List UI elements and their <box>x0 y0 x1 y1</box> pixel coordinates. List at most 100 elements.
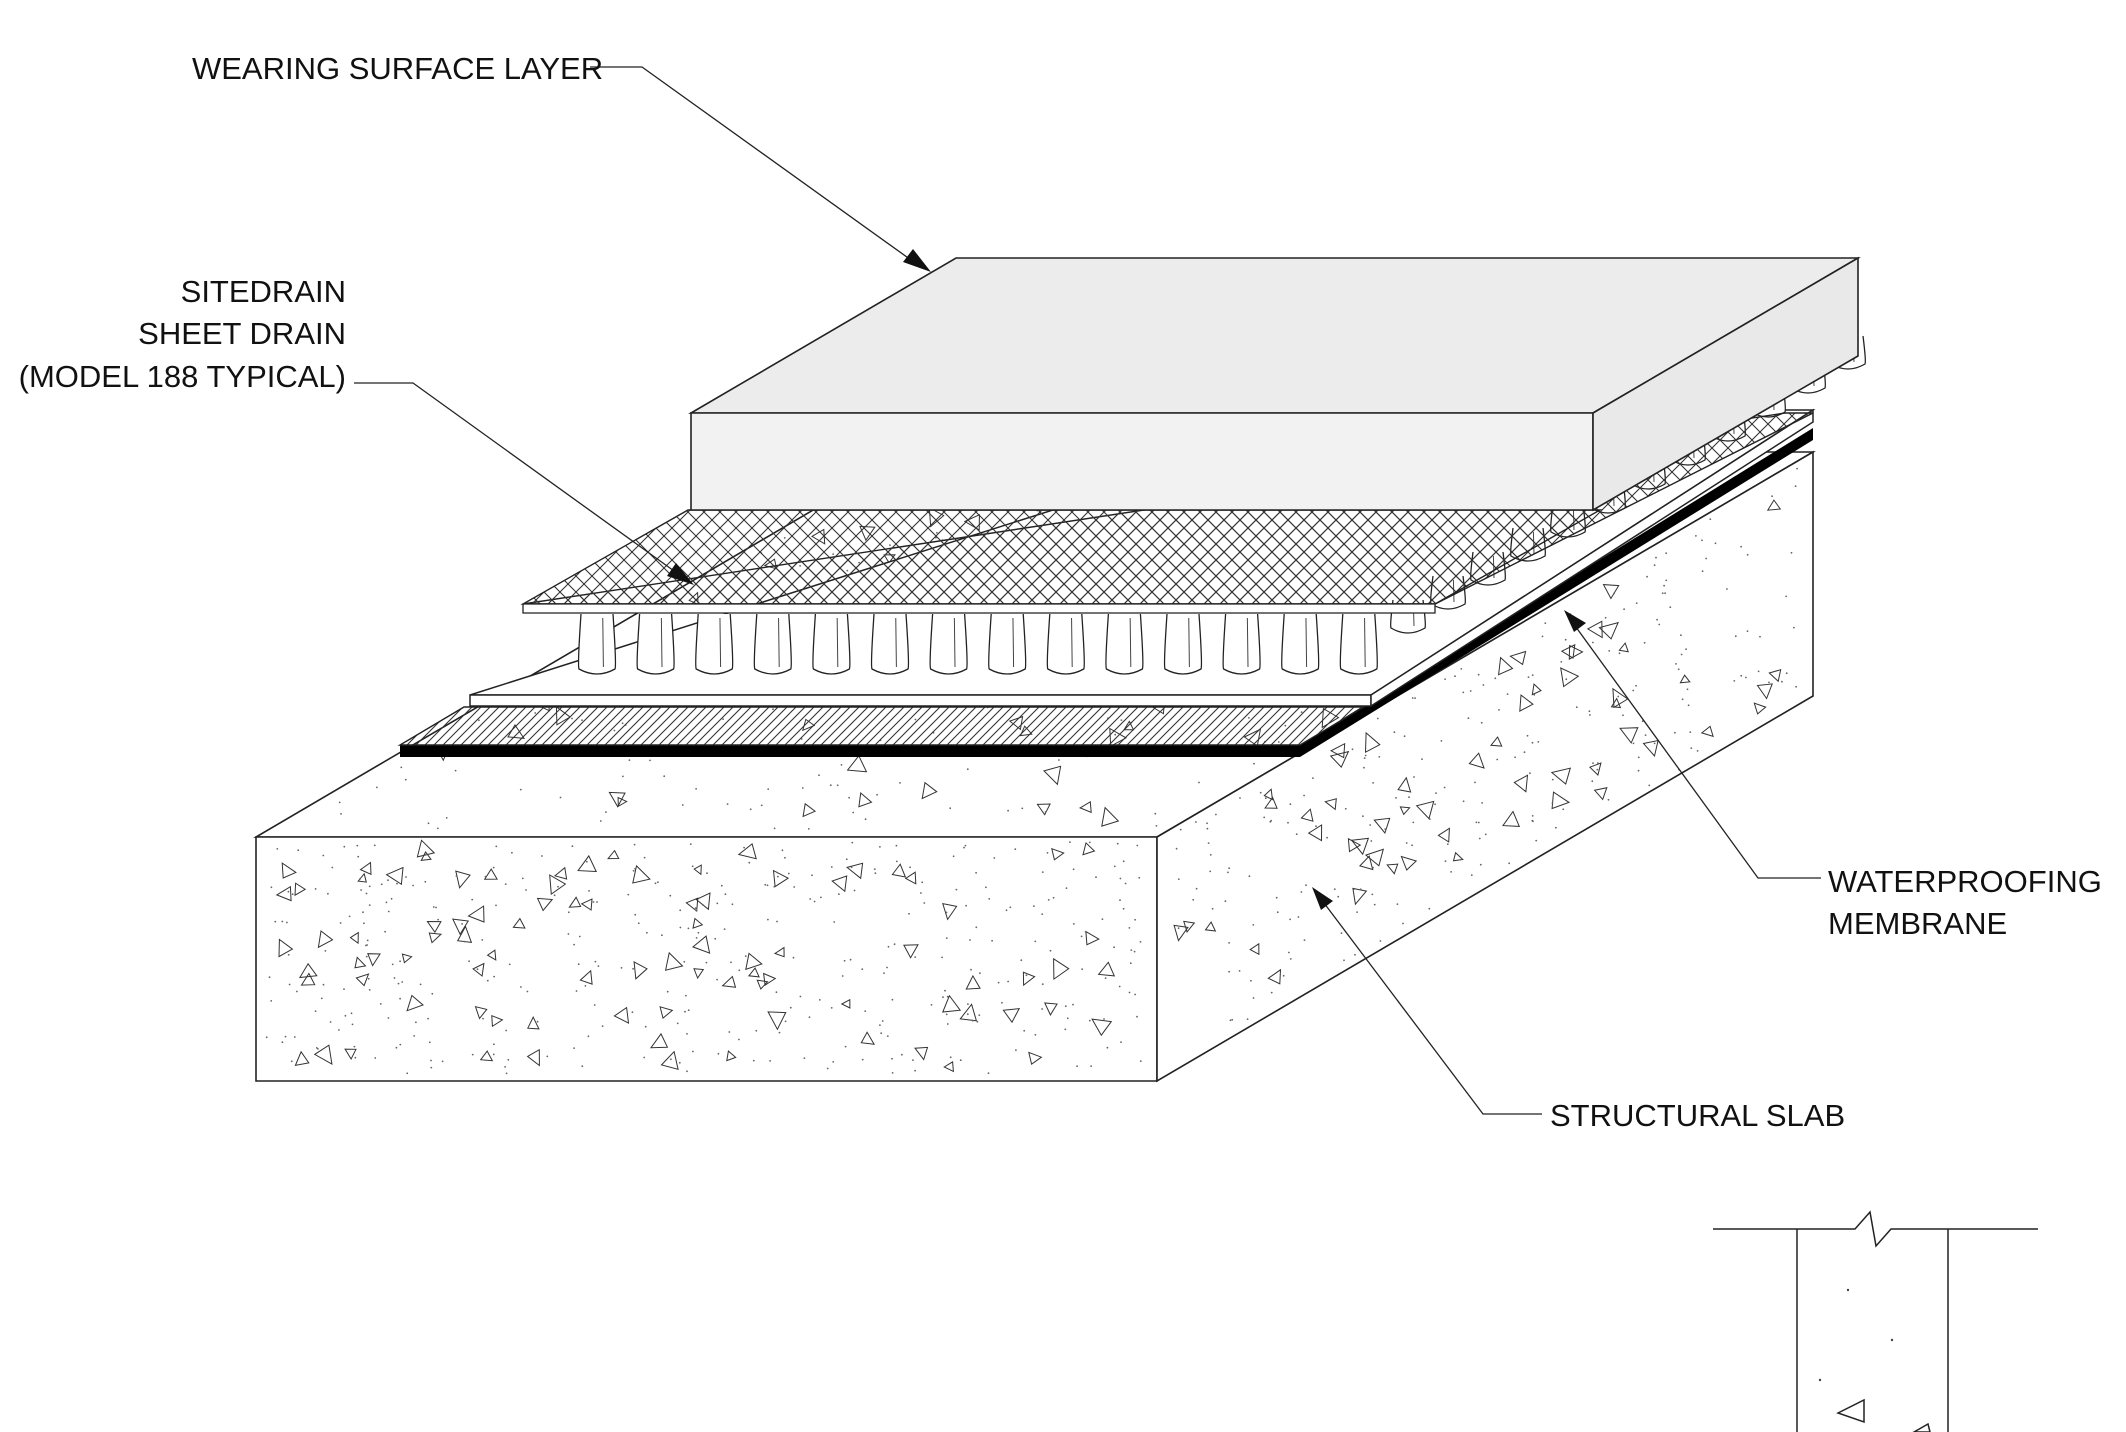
aggregate-dot <box>1007 980 1009 983</box>
aggregate-dot <box>482 1017 484 1020</box>
aggregate-dot <box>1275 896 1278 899</box>
fabric-top-fill <box>520 509 1603 605</box>
aggregate-dot <box>987 1072 990 1074</box>
aggregate-dot <box>567 911 570 914</box>
aggregate-dot <box>1228 970 1230 973</box>
drain-dimple <box>753 613 792 675</box>
aggregate-stone <box>660 1050 679 1070</box>
aggregate-dot <box>695 909 698 912</box>
aggregate-stone <box>747 967 760 978</box>
aggregate-dot <box>852 811 855 814</box>
aggregate-dot <box>861 968 864 971</box>
aggregate-stone <box>942 902 958 921</box>
aggregate-dot <box>468 960 470 963</box>
aggregate-stone <box>1263 788 1274 801</box>
aggregate-dot <box>400 766 403 769</box>
aggregate-stone <box>428 932 443 944</box>
aggregate-dot <box>441 1060 444 1063</box>
aggregate-dot <box>1021 807 1024 810</box>
aggregate-dot <box>818 999 821 1001</box>
aggregate-dot <box>419 983 422 986</box>
aggregate-dot <box>850 866 853 869</box>
aggregate-dot <box>1363 766 1365 769</box>
aggregate-dot <box>1793 626 1795 629</box>
aggregate-dot <box>486 979 489 982</box>
aggregate-dot <box>632 869 635 872</box>
aggregate-dot <box>1746 630 1749 632</box>
aggregate-dot <box>1785 672 1788 675</box>
aggregate-stone <box>1364 731 1381 754</box>
aggregate-dot <box>1333 888 1336 890</box>
aggregate-dot <box>669 894 672 897</box>
aggregate-dot <box>873 868 876 870</box>
aggregate-dot <box>1228 942 1230 944</box>
aggregate-dot <box>1496 758 1499 761</box>
aggregate-dot <box>363 922 365 925</box>
aggregate-stone <box>1085 930 1100 946</box>
aggregate-dot <box>1481 802 1483 804</box>
aggregate-dot <box>633 843 636 846</box>
aggregate-stone <box>1101 806 1120 827</box>
aggregate-stone <box>921 781 938 800</box>
aggregate-dot <box>1685 648 1687 651</box>
aggregate-dot <box>1408 796 1410 799</box>
aggregate-dot <box>276 848 279 850</box>
aggregate-dot <box>435 906 437 909</box>
aggregate-dot <box>1469 690 1472 692</box>
aggregate-dot <box>1065 887 1068 889</box>
aggregate-dot <box>1575 706 1578 709</box>
aggregate-dot <box>1514 756 1516 759</box>
aggregate-dot <box>1648 784 1651 787</box>
aggregate-dot <box>366 944 368 946</box>
aggregate-dot <box>399 960 401 963</box>
aggregate-dot <box>730 961 732 964</box>
aggregate-dot <box>1384 828 1387 830</box>
aggregate-dot <box>1544 622 1547 624</box>
aggregate-dot <box>1297 916 1300 918</box>
aggregate-dot <box>1402 922 1404 925</box>
aggregate-dot <box>1362 815 1364 818</box>
aggregate-dot <box>830 1007 833 1009</box>
aggregate-dot <box>511 851 513 854</box>
aggregate-dot <box>1340 932 1343 934</box>
aggregate-dot <box>1259 791 1262 794</box>
aggregate-stone <box>1082 841 1096 856</box>
aggregate-stone <box>633 961 648 980</box>
aggregate-dot <box>1101 918 1104 920</box>
aggregate-dot <box>1088 1019 1091 1022</box>
aggregate-dot <box>596 901 598 903</box>
aggregate-stone <box>1550 767 1572 785</box>
aggregate-dot <box>1139 941 1142 943</box>
aggregate-dot <box>692 1050 694 1053</box>
aggregate-dot <box>1351 748 1354 751</box>
aggregate-dot <box>649 759 651 762</box>
aggregate-dot <box>584 985 587 987</box>
aggregate-dot <box>789 1006 792 1009</box>
aggregate-dot <box>876 793 878 796</box>
label-waterproofing-line1: WATERPROOFING <box>1828 864 2102 899</box>
aggregate-dot <box>832 1061 835 1063</box>
aggregate-dot <box>1454 675 1456 678</box>
aggregate-dot <box>1665 579 1668 582</box>
aggregate-dot <box>476 968 479 971</box>
break-line <box>1713 1210 2038 1248</box>
aggregate-stone <box>467 905 485 923</box>
aggregate-stone <box>536 897 554 912</box>
aggregate-dot <box>387 1017 390 1019</box>
aggregate-dot <box>687 927 690 930</box>
aggregate-dot <box>1248 875 1251 878</box>
aggregate-dot <box>1116 842 1119 845</box>
aggregate-dot <box>1607 798 1610 801</box>
aggregate-dot <box>946 995 949 998</box>
aggregate-dot <box>748 861 751 864</box>
drain-dimple-highlight <box>778 617 780 668</box>
aggregate-dot <box>1661 592 1664 594</box>
aggregate-stone <box>721 975 737 988</box>
label-sitedrain-line1: SITEDRAIN <box>181 274 346 309</box>
aggregate-dot <box>365 955 368 958</box>
aggregate-dot <box>1372 782 1374 784</box>
aggregate-dot <box>1531 741 1534 744</box>
aggregate-dot <box>387 910 390 913</box>
leader-waterproofing <box>1572 622 1821 879</box>
aggregate-dot <box>1046 852 1049 854</box>
